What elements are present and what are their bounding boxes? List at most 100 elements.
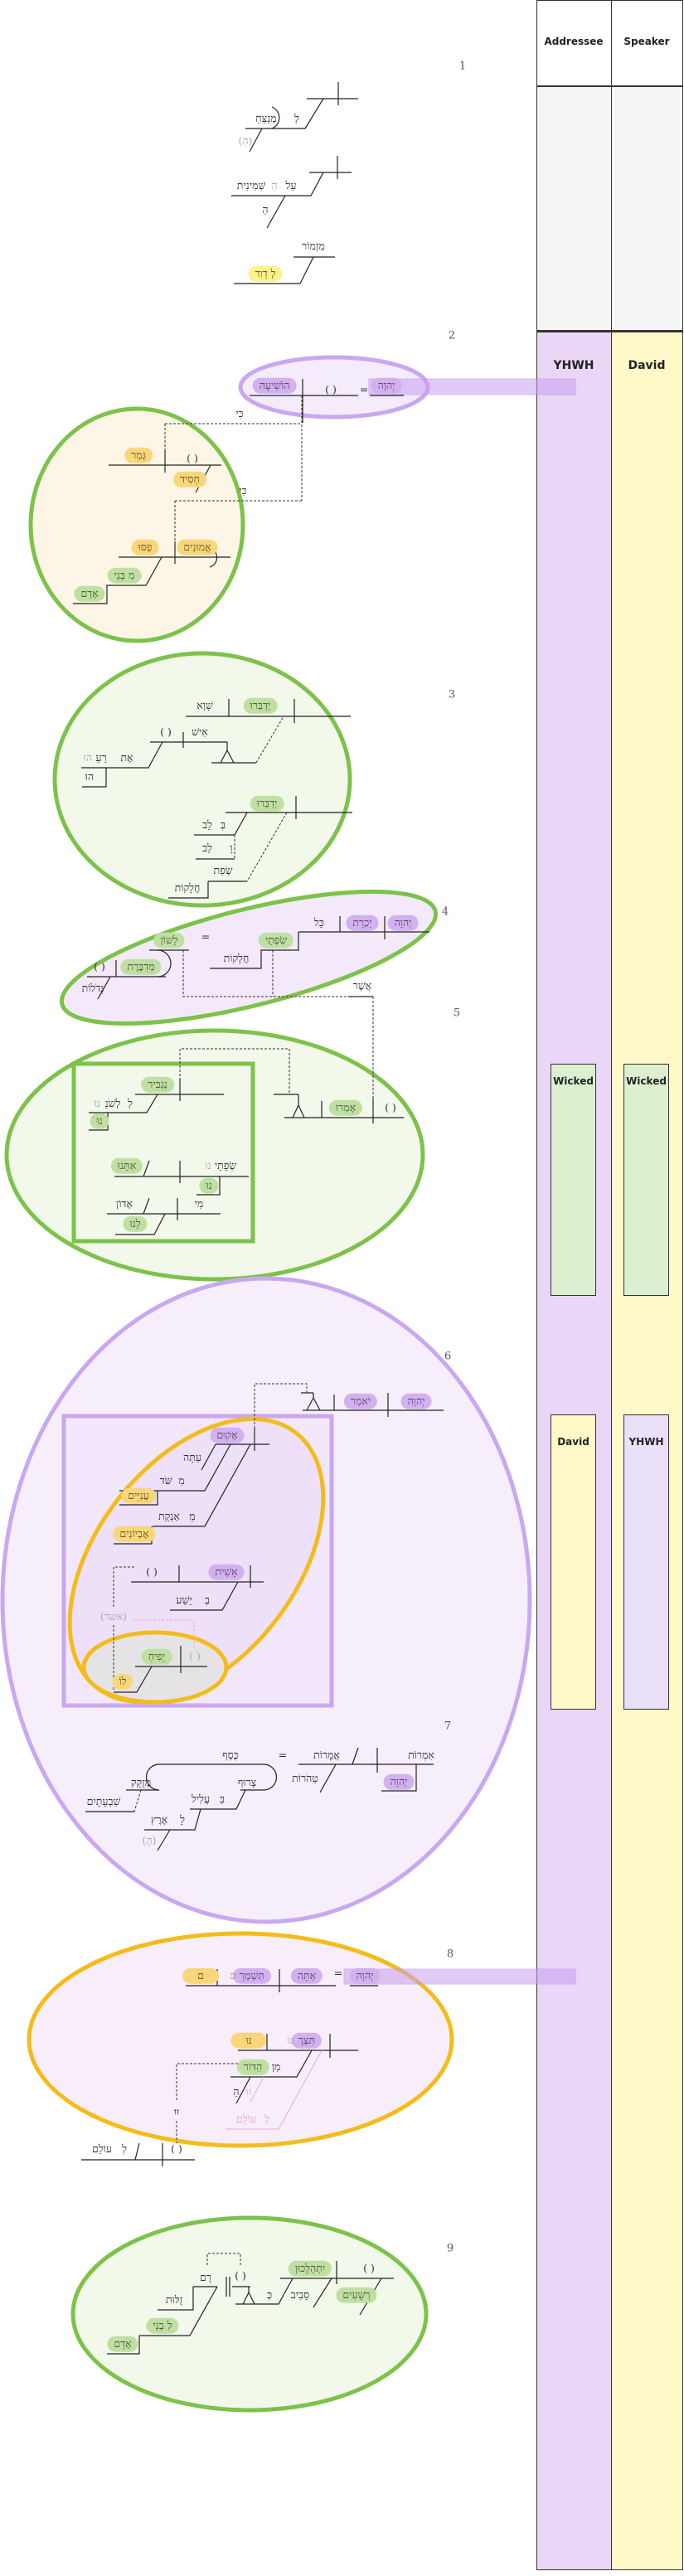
word-yhwh: יְהוָה: [371, 377, 402, 394]
word-yhwh: יְהוָה: [349, 1967, 381, 1984]
word: הַ: [233, 2084, 240, 2098]
word: מֵ: [189, 1509, 196, 1522]
verse-number: 9: [446, 2242, 454, 2255]
word-david: ם: [182, 1967, 219, 1984]
word-david: חָסִיד: [173, 471, 206, 488]
word: טְהֹרוֹת: [292, 1771, 318, 1784]
word: וָ: [230, 841, 233, 854]
word: רֵעֵ: [95, 750, 107, 764]
word: שְׂפָתֵי: [214, 1158, 237, 1172]
word: עַתָּה: [183, 1450, 201, 1463]
word: זו: [174, 2106, 179, 2118]
word-david: עֲנִיִּים: [121, 1487, 156, 1504]
word-wicked: יְדַבְּרוּ: [243, 697, 278, 714]
word: עַל: [285, 178, 297, 192]
word-yhwh: יְהוָה: [383, 1773, 415, 1790]
word: מִן: [271, 2059, 281, 2073]
word: לְ: [294, 111, 299, 124]
word: כֶּסֶף: [222, 1748, 239, 1761]
word-david: פַסּוּ: [131, 539, 159, 555]
word: כִּי: [235, 406, 244, 420]
word-yhwh: הוֹשִׁיעָה: [252, 377, 297, 394]
word-wicked: נוּ: [199, 1177, 219, 1194]
v8-addressee-link-band: [343, 1968, 576, 1985]
v3-clause-circle: [52, 651, 352, 908]
word: לָ: [180, 1812, 185, 1826]
lane-box-yhwh-speaker: YHWH: [623, 1414, 669, 1710]
word: אָרֶץ: [150, 1812, 168, 1826]
word-wicked: מְדַבֶּרֶת: [120, 958, 162, 975]
word: יֵשַׁע: [176, 1593, 192, 1606]
word-david: אֶבְיוֹנִים: [113, 1526, 156, 1542]
lane-label: Wicked: [626, 1075, 667, 1087]
word-implied: ( ): [187, 451, 198, 464]
header-divider: [536, 85, 683, 87]
word: שְּׁמִינִית: [236, 178, 266, 192]
word: שָׁוְא: [196, 698, 213, 711]
word-wicked: יָפִיחַ: [141, 1648, 172, 1665]
word-wicked: יְדַבֵּרוּ: [250, 795, 284, 812]
word: לְשֹׁנֵ: [104, 1096, 121, 1109]
word: מִי: [194, 1196, 204, 1210]
v4-clause-ellipse: [59, 890, 439, 1026]
word-implied: (אשר): [99, 1609, 128, 1623]
word: כְּ: [266, 2287, 273, 2301]
word-implied: ( ): [385, 1100, 396, 1113]
word-wicked: הַדּוֹר: [236, 2059, 269, 2075]
verse-number: 1: [458, 60, 467, 73]
verse-number: 5: [453, 1007, 461, 1020]
word: בַּ: [219, 1792, 226, 1805]
word: בְ: [204, 1593, 211, 1606]
v9-ellipse: [70, 2215, 429, 2413]
word: הַ: [262, 202, 269, 216]
word-wicked: אָמְרוּ: [328, 1099, 363, 1116]
word-wicked: לָנוּ: [123, 1215, 148, 1232]
apposition-sign: =: [359, 382, 369, 395]
word: אֶת: [120, 750, 133, 764]
verse-number: 4: [441, 905, 449, 919]
lane-box-david-addressee: David: [551, 1414, 596, 1710]
word-david: אֱמוּנִים: [177, 539, 218, 555]
word: מִזְמוֹר: [302, 239, 325, 252]
verse-number: 3: [448, 688, 456, 701]
lane-label: Wicked: [553, 1075, 594, 1087]
word-yhwh: תִּצְּרֶ: [291, 2032, 323, 2049]
verse-number: 2: [448, 329, 456, 342]
verse-number: 7: [444, 1720, 452, 1733]
word: עוֹלָם: [92, 2142, 112, 2155]
apposition-sign: =: [333, 1966, 343, 1979]
word-implied: ( ): [325, 382, 337, 395]
word-implied: ( ): [146, 1565, 158, 1578]
word-suffix: הוּ: [83, 750, 93, 764]
verse-number: 8: [446, 1948, 454, 1961]
word-implied: (הַ): [238, 133, 253, 147]
word: לְ: [122, 2142, 127, 2155]
pink-connectors: [133, 1619, 323, 2130]
word-david: נּוּ: [230, 2032, 267, 2049]
word-implied: ( ): [171, 2142, 182, 2155]
word-yhwh: יַכְרֵת: [346, 914, 379, 931]
word: הַ: [271, 178, 278, 192]
lane-box-wicked-speaker: Wicked: [623, 1064, 669, 1296]
word-wicked: אִתָּנוּ: [110, 1157, 143, 1174]
lane-box-wicked-addressee: Wicked: [551, 1064, 596, 1296]
word: אֲשֶׁר: [352, 978, 372, 992]
word: זֻלּוּת: [165, 2292, 183, 2306]
word-wicked: לָשׁוֹן: [153, 932, 185, 948]
word: עֲלִיל: [191, 1792, 211, 1805]
lane-v2-addressee: YHWH: [553, 359, 594, 372]
word-wicked: מִ בְּנֵי: [107, 567, 142, 584]
apposition-sign: =: [278, 1748, 288, 1761]
word-yhwh: אַתָּה: [290, 1967, 323, 1984]
word-wicked: לִ בְנֵי: [146, 2317, 179, 2334]
word-suffix: ם: [230, 1968, 236, 1982]
word: גְּדֹלוֹת: [81, 981, 104, 994]
v5-clause-ellipse: [4, 1028, 425, 1282]
word-david: לְ דָוִד: [248, 265, 283, 282]
addressee-header: Addressee: [544, 36, 604, 47]
word-implied: ( ): [235, 2268, 246, 2282]
word: צָרוּף: [237, 1775, 257, 1788]
word-yhwh: תִּשְׁמְרֵ: [232, 1967, 272, 1984]
word-wicked: נַגְבִּיר: [141, 1076, 174, 1093]
